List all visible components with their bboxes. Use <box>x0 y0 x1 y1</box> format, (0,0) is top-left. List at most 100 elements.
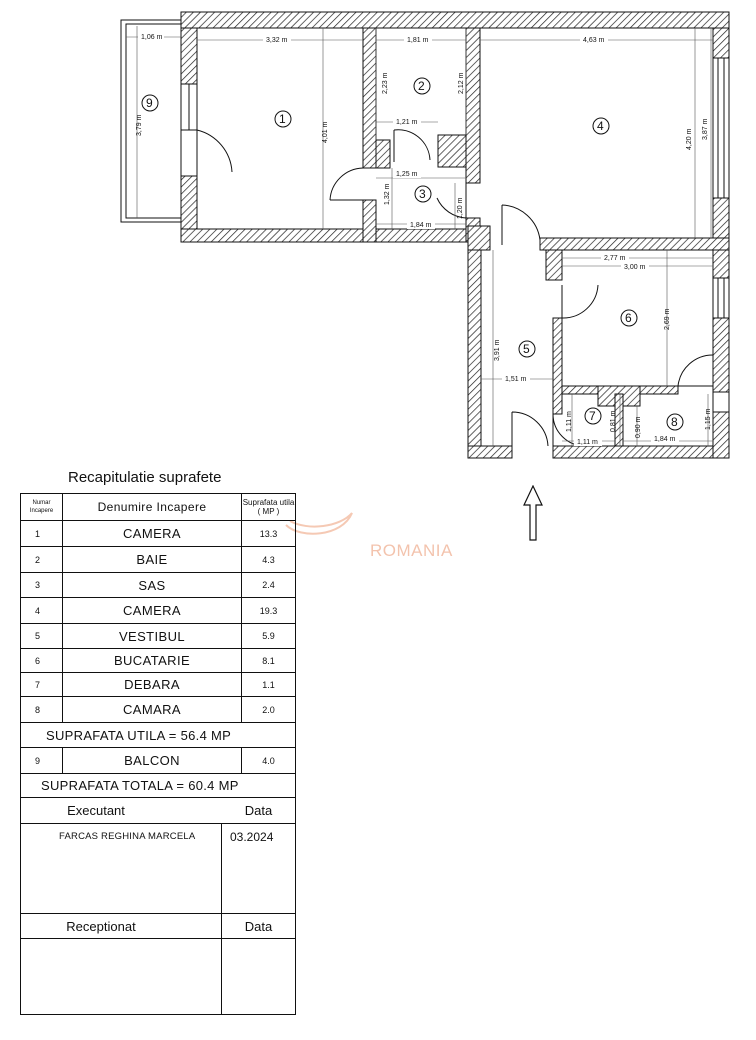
dim-1-20: 1,20 m <box>457 197 464 219</box>
row-num: 8 <box>21 697 63 722</box>
executant-name: FARCAS REGHINA MARCELA <box>59 831 196 842</box>
svg-text:7: 7 <box>589 409 596 423</box>
watermark-text: ROMANIA <box>370 541 453 560</box>
dim-1-21: 1,21 m <box>396 119 418 126</box>
svg-text:1: 1 <box>279 112 286 126</box>
room-marker-1: 1 <box>274 110 292 128</box>
walls <box>180 11 730 459</box>
dim-3-87: 3,87 m <box>702 118 709 140</box>
windows <box>180 57 730 413</box>
row-num: 3 <box>21 573 63 597</box>
row-area: 8.1 <box>262 655 275 666</box>
sign-divider <box>221 914 222 939</box>
table-row: 5 VESTIBUL 5.9 <box>21 624 295 649</box>
row-name: CAMERA <box>63 521 242 546</box>
table-row: 6 BUCATARIE 8.1 <box>21 649 295 673</box>
dim-2-77: 2,77 m <box>604 255 626 262</box>
row-num: 6 <box>21 649 63 672</box>
dim-1-51: 1,51 m <box>505 376 527 383</box>
room-marker-5: 5 <box>518 340 536 358</box>
dim-1-84-camara: 1,84 m <box>654 436 676 443</box>
row-area: 4.3 <box>262 554 275 565</box>
row-num: 9 <box>21 748 63 773</box>
row-num: 7 <box>21 673 63 696</box>
svg-text:5: 5 <box>523 342 530 356</box>
row-num: 1 <box>21 521 63 546</box>
executant-sign-area: FARCAS REGHINA MARCELA 03.2024 <box>21 824 295 914</box>
header-area: Suprafata utila ( MP ) <box>242 494 295 520</box>
row-num: 4 <box>21 598 63 623</box>
room-marker-8: 8 <box>666 413 684 431</box>
dim-4-01: 4,01 m <box>322 121 329 143</box>
row-name: DEBARA <box>63 673 242 696</box>
row-name: CAMARA <box>63 697 242 722</box>
row-name: CAMERA <box>63 598 242 623</box>
receptionat-label: Receptionat <box>66 919 136 934</box>
row-name: BAIE <box>63 547 242 572</box>
row-num: 5 <box>21 624 63 648</box>
svg-text:9: 9 <box>146 96 153 110</box>
svg-text:6: 6 <box>625 311 632 325</box>
dim-1-15: 1,15 m <box>705 408 712 430</box>
row-area: 13.3 <box>259 528 278 539</box>
row-name: BUCATARIE <box>63 649 242 672</box>
dim-1-25: 1,25 m <box>396 171 418 178</box>
svg-text:8: 8 <box>671 415 678 429</box>
room-marker-2: 2 <box>413 77 431 95</box>
room-marker-9: 9 <box>141 94 159 112</box>
table-row: 8 CAMARA 2.0 <box>21 697 295 723</box>
dim-2-23: 2,23 m <box>382 72 389 94</box>
row-area: 2.4 <box>262 580 275 590</box>
balcony-outline <box>120 19 182 223</box>
dim-4-63: 4,63 m <box>583 37 605 44</box>
recap-title: Recapitulatie suprafete <box>68 469 222 486</box>
receptionat-data-label: Data <box>244 919 273 934</box>
dim-3-00: 3,00 m <box>624 264 646 271</box>
table-row-balcony: 9 BALCON 4.0 <box>21 748 295 774</box>
room-marker-6: 6 <box>620 309 638 327</box>
header-num-line2: Incapere <box>29 508 54 514</box>
row-area: 5.9 <box>262 631 275 641</box>
row-name: BALCON <box>63 748 242 773</box>
dim-0-90: 0,90 m <box>635 416 642 438</box>
table-row: 7 DEBARA 1.1 <box>21 673 295 697</box>
executant-data-label: Data <box>244 803 273 818</box>
dim-1-84-sas: 1,84 m <box>410 222 432 229</box>
executant-header-row: Executant Data <box>21 798 295 824</box>
header-num-line1: Numar <box>32 500 51 506</box>
header-area-line1: Suprafata utila <box>242 498 295 507</box>
room-marker-3: 3 <box>414 185 432 203</box>
row-name: SAS <box>63 573 242 597</box>
table-row: 1 CAMERA 13.3 <box>21 521 295 547</box>
dim-1-11-vertical: 1,11 m <box>566 411 573 432</box>
table-row: 4 CAMERA 19.3 <box>21 598 295 624</box>
dim-1-32: 1,32 m <box>384 183 391 205</box>
dim-4-20: 4,20 m <box>686 128 693 150</box>
doors <box>196 129 714 447</box>
dim-3-79: 3,79 m <box>136 114 143 136</box>
useful-area-total: SUPRAFATA UTILA = 56.4 MP <box>21 723 295 748</box>
row-num: 2 <box>21 547 63 572</box>
table-header-row: Numar Incapere Denumire Incapere Suprafa… <box>21 494 295 521</box>
header-name: Denumire Incapere <box>63 494 242 520</box>
receptionat-sign-divider <box>221 939 222 1014</box>
room-marker-7: 7 <box>584 407 602 425</box>
header-num: Numar Incapere <box>21 494 63 520</box>
dimension-labels: 1,06 m 3,32 m 1,81 m 4,63 m 3,79 m 2,23 … <box>136 32 712 446</box>
svg-text:4: 4 <box>597 119 604 133</box>
dim-3-91: 3,91 m <box>494 339 501 361</box>
room-marker-4: 4 <box>592 117 610 135</box>
executant-label: Executant <box>67 803 125 818</box>
watermark-logo-icon <box>285 512 353 535</box>
sign-divider <box>221 824 222 914</box>
recap-table: Numar Incapere Denumire Incapere Suprafa… <box>20 493 296 1015</box>
floor-plan: 1,06 m 3,32 m 1,81 m 4,63 m 3,79 m 2,23 … <box>120 11 730 459</box>
dim-1-81: 1,81 m <box>407 37 429 44</box>
table-row: 3 SAS 2.4 <box>21 573 295 598</box>
entrance-arrow-icon <box>523 485 543 541</box>
executant-date: 03.2024 <box>230 830 274 844</box>
row-area: 1.1 <box>262 679 275 690</box>
dim-2-69: 2,69 m <box>664 308 671 330</box>
row-area: 19.3 <box>259 605 278 616</box>
total-area: SUPRAFATA TOTALA = 60.4 MP <box>21 774 295 798</box>
